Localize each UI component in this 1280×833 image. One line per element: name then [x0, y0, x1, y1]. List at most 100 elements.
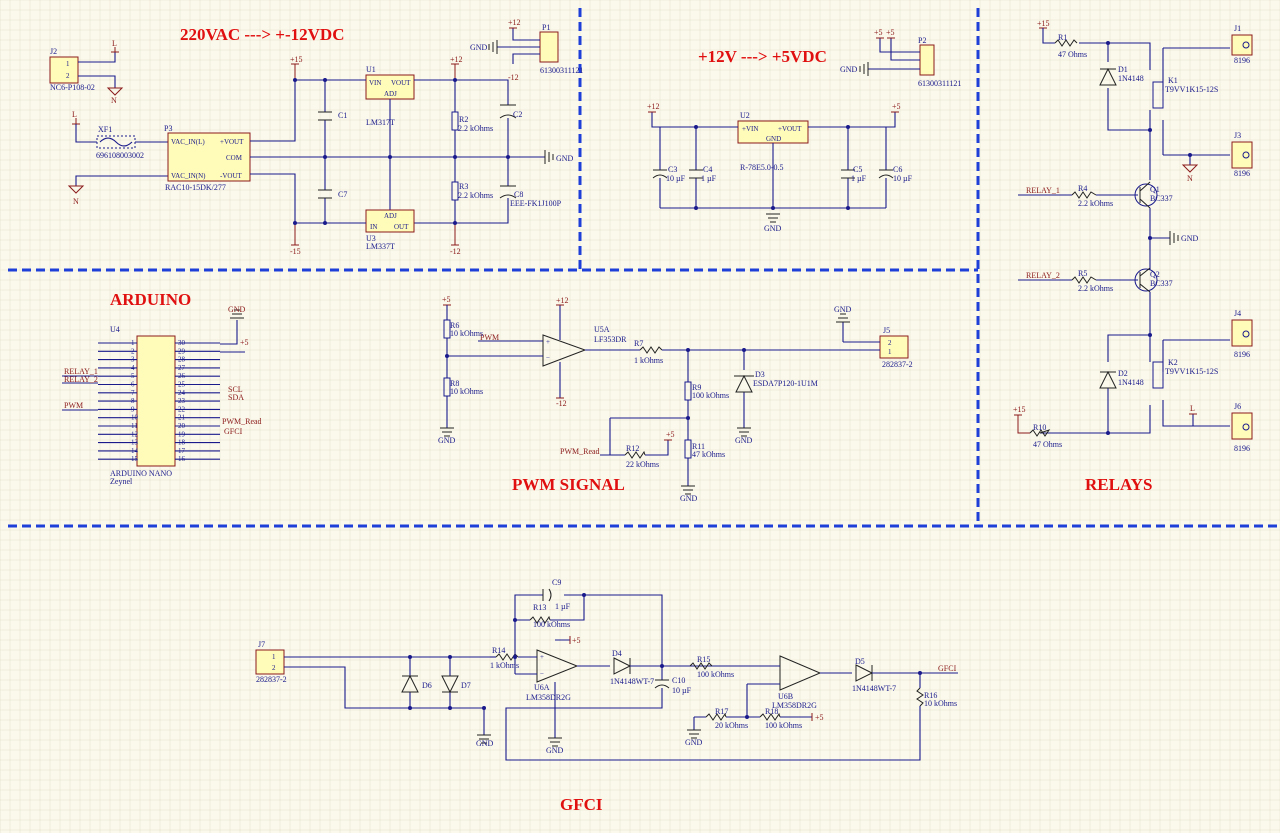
svg-text:U5A: U5A	[594, 325, 610, 334]
arduino-pin-left-label: 11	[131, 422, 138, 430]
svg-text:R18: R18	[765, 707, 778, 716]
svg-text:1N4148WT-7: 1N4148WT-7	[610, 677, 654, 686]
svg-text:RELAY_2: RELAY_2	[1026, 271, 1060, 280]
svg-text:U1: U1	[366, 65, 376, 74]
arduino-pin-right-label: 22	[178, 405, 186, 413]
svg-text:+12: +12	[647, 102, 660, 111]
u1-regulator: VIN VOUT ADJ U1 LM317T +15 +12	[290, 55, 509, 210]
p1-connector: P1 61300311121 +12 -12 GND	[470, 18, 583, 82]
svg-text:Q2: Q2	[1150, 270, 1160, 279]
svg-text:1 µF: 1 µF	[851, 174, 867, 183]
svg-text:R14: R14	[492, 646, 505, 655]
svg-text:+12: +12	[556, 296, 569, 305]
arduino-pin-left-label: 10	[131, 414, 139, 422]
svg-text:U4: U4	[110, 325, 120, 334]
arduino-pin-left-label: 2	[131, 347, 135, 355]
svg-text:100 kOhms: 100 kOhms	[765, 721, 802, 730]
svg-text:+5: +5	[572, 636, 581, 645]
svg-text:ESDA7P120-1U1M: ESDA7P120-1U1M	[753, 379, 818, 388]
svg-text:8196: 8196	[1234, 350, 1250, 359]
section-title-ac-dc: 220VAC ---> +-12VDC	[180, 25, 345, 44]
arduino-pin-left-label: 13	[131, 439, 139, 447]
svg-text:J2: J2	[50, 47, 57, 56]
svg-text:10 µF: 10 µF	[893, 174, 913, 183]
arduino-pin-left-label: 1	[131, 339, 135, 347]
svg-text:XF1: XF1	[98, 125, 112, 134]
svg-text:+VOUT: +VOUT	[220, 138, 244, 146]
svg-text:1N4148: 1N4148	[1118, 378, 1144, 387]
svg-text:47 kOhms: 47 kOhms	[692, 450, 725, 459]
junction-dots	[293, 41, 1192, 719]
svg-text:P3: P3	[164, 124, 172, 133]
svg-text:696108003002: 696108003002	[96, 151, 144, 160]
svg-text:EEE-FK1J100P: EEE-FK1J100P	[510, 199, 562, 208]
svg-text:-VOUT: -VOUT	[220, 172, 242, 180]
svg-text:8196: 8196	[1234, 56, 1250, 65]
svg-text:D4: D4	[612, 649, 622, 658]
svg-text:R1: R1	[1058, 33, 1067, 42]
arduino-pin-left-label: 6	[131, 381, 135, 389]
svg-text:10 kOhms: 10 kOhms	[450, 387, 483, 396]
svg-text:20 kOhms: 20 kOhms	[715, 721, 748, 730]
j2-connector: 12 J2 NC6-P108-02 L N	[49, 39, 124, 105]
svg-text:22 kOhms: 22 kOhms	[626, 460, 659, 469]
svg-text:10 kOhms: 10 kOhms	[924, 699, 957, 708]
arduino-pin-right-label: 24	[178, 389, 186, 397]
r6-r8-divider: +5 R6 10 kOhms R8 10 kOhms GND	[438, 295, 483, 445]
svg-text:C8: C8	[514, 190, 523, 199]
svg-text:L: L	[1190, 404, 1195, 413]
svg-text:GND: GND	[470, 43, 488, 52]
svg-text:NC6-P108-02: NC6-P108-02	[50, 83, 95, 92]
svg-text:L: L	[112, 39, 117, 48]
svg-text:U3: U3	[366, 234, 376, 243]
svg-text:COM: COM	[226, 154, 243, 162]
svg-text:R2: R2	[459, 115, 468, 124]
svg-text:GND: GND	[680, 494, 698, 503]
c1-c7-caps: C1 C7	[318, 80, 347, 223]
svg-text:1 kOhms: 1 kOhms	[490, 661, 519, 670]
svg-text:-12: -12	[556, 399, 567, 408]
svg-text:D6: D6	[422, 681, 432, 690]
svg-text:10 µF: 10 µF	[672, 686, 692, 695]
svg-text:+15: +15	[290, 55, 303, 64]
arduino-pin-left-label: 3	[131, 356, 135, 364]
svg-text:+: +	[546, 338, 550, 346]
svg-text:N: N	[1187, 174, 1193, 183]
svg-text:D5: D5	[855, 657, 865, 666]
svg-text:−: −	[546, 354, 550, 362]
svg-text:K2: K2	[1168, 358, 1178, 367]
svg-text:2: 2	[272, 664, 276, 672]
svg-text:47 Ohms: 47 Ohms	[1058, 50, 1087, 59]
svg-text:R9: R9	[692, 383, 701, 392]
svg-text:61300311121: 61300311121	[918, 79, 961, 88]
svg-text:GND: GND	[546, 746, 564, 755]
svg-text:T9VV1K15-12S: T9VV1K15-12S	[1165, 367, 1218, 376]
svg-text:GND: GND	[735, 436, 753, 445]
svg-text:LM358DR2G: LM358DR2G	[772, 701, 817, 710]
section-title-dc-dc: +12V ---> +5VDC	[698, 47, 827, 66]
svg-text:GND: GND	[764, 224, 782, 233]
u2-dc-converter: +VIN +VOUT GND U2 R-78E5.0-0.5 +12 +5 C3…	[647, 102, 913, 233]
svg-text:10 kOhms: 10 kOhms	[450, 329, 483, 338]
svg-text:+5: +5	[240, 338, 249, 347]
svg-text:J6: J6	[1234, 402, 1241, 411]
svg-text:C2: C2	[513, 110, 522, 119]
arduino-pin-left-label: 7	[131, 389, 135, 397]
svg-text:-12: -12	[450, 247, 461, 256]
arduino-pin-right-label: 18	[178, 439, 186, 447]
svg-text:Zeynel: Zeynel	[110, 477, 133, 486]
arduino-pin-right-label: 17	[178, 447, 186, 455]
svg-text:2.2 kOhms: 2.2 kOhms	[1078, 284, 1113, 293]
section-title-gfci: GFCI	[560, 795, 603, 814]
svg-text:8196: 8196	[1234, 169, 1250, 178]
svg-text:R16: R16	[924, 691, 937, 700]
arduino-pin-right-label: 26	[178, 372, 186, 380]
svg-text:PWM_Read: PWM_Read	[222, 417, 262, 426]
svg-text:R17: R17	[715, 707, 728, 716]
svg-text:1N4148WT-7: 1N4148WT-7	[852, 684, 896, 693]
arduino-pin-right-label: 29	[178, 347, 186, 355]
svg-text:PWM: PWM	[64, 401, 83, 410]
u3-regulator: ADJ IN OUT U3 LM337T -15 -12	[290, 209, 461, 256]
svg-text:2.2 kOhms: 2.2 kOhms	[458, 191, 493, 200]
